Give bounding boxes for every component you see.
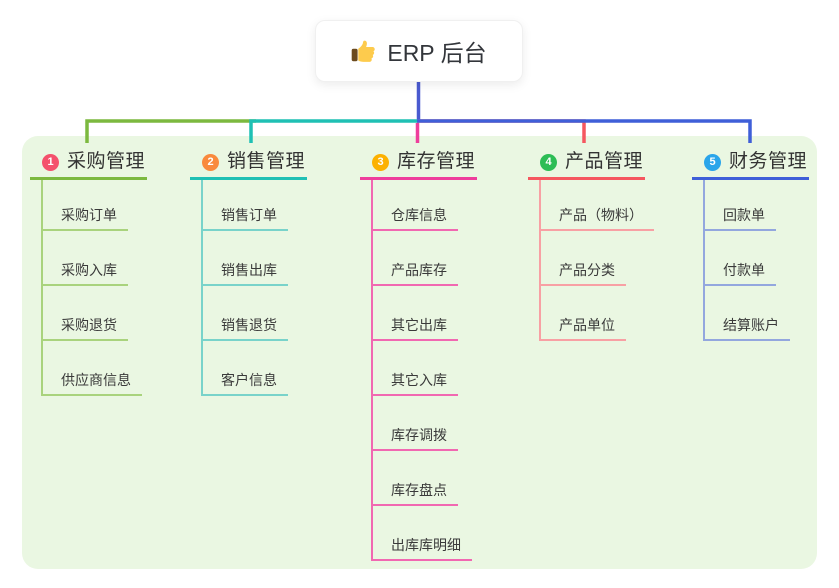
child-topic[interactable]: 供应商信息 xyxy=(43,341,142,396)
child-topic[interactable]: 结算账户 xyxy=(705,286,790,341)
branch-sales: 2 销售管理 销售订单 销售出库 销售退货 客户信息 xyxy=(190,150,308,396)
child-topic[interactable]: 销售退货 xyxy=(203,286,288,341)
thumbs-up-icon xyxy=(352,40,376,62)
child-topic[interactable]: 付款单 xyxy=(705,231,776,286)
child-topic[interactable]: 采购退货 xyxy=(43,286,128,341)
branch-product: 4 产品管理 产品（物料） 产品分类 产品单位 xyxy=(528,150,654,341)
branch-children: 销售订单 销售出库 销售退货 客户信息 xyxy=(201,180,288,396)
branch-topic-label: 产品管理 xyxy=(565,151,644,172)
branch-children: 回款单 付款单 结算账户 xyxy=(703,180,790,341)
child-topic[interactable]: 采购入库 xyxy=(43,231,128,286)
child-topic[interactable]: 产品单位 xyxy=(541,286,626,341)
badge-4: 4 xyxy=(540,153,557,171)
branch-finance: 5 财务管理 回款单 付款单 结算账户 xyxy=(692,150,810,341)
branch-topic-label: 销售管理 xyxy=(227,151,306,172)
root-topic-label: ERP 后台 xyxy=(387,40,487,66)
branch-children: 仓库信息 产品库存 其它出库 其它入库 库存调拨 库存盘点 出库库明细 xyxy=(371,180,472,561)
branch-topic-inventory[interactable]: 3 库存管理 xyxy=(360,150,478,180)
branch-topic-purchase[interactable]: 1 采购管理 xyxy=(30,150,148,180)
badge-3: 3 xyxy=(372,153,389,171)
child-topic[interactable]: 采购订单 xyxy=(43,180,128,231)
child-topic[interactable]: 产品（物料） xyxy=(541,180,654,231)
branch-purchase: 1 采购管理 采购订单 采购入库 采购退货 供应商信息 xyxy=(30,150,148,396)
child-topic[interactable]: 回款单 xyxy=(705,180,776,231)
child-topic[interactable]: 库存盘点 xyxy=(373,451,458,506)
branch-inventory: 3 库存管理 仓库信息 产品库存 其它出库 其它入库 库存调拨 库存盘点 出库库… xyxy=(360,150,478,561)
child-topic[interactable]: 库存调拨 xyxy=(373,396,458,451)
branch-topic-finance[interactable]: 5 财务管理 xyxy=(692,150,810,180)
child-topic[interactable]: 客户信息 xyxy=(203,341,288,396)
branch-children: 产品（物料） 产品分类 产品单位 xyxy=(539,180,654,341)
child-topic[interactable]: 销售出库 xyxy=(203,231,288,286)
badge-1: 1 xyxy=(42,153,59,171)
badge-2: 2 xyxy=(202,153,219,171)
child-topic[interactable]: 仓库信息 xyxy=(373,180,458,231)
branch-topic-label: 财务管理 xyxy=(729,151,808,172)
branches-background-panel xyxy=(22,136,817,569)
child-topic[interactable]: 出库库明细 xyxy=(373,506,472,561)
child-topic[interactable]: 产品库存 xyxy=(373,231,458,286)
branch-children: 采购订单 采购入库 采购退货 供应商信息 xyxy=(41,180,142,396)
branch-topic-product[interactable]: 4 产品管理 xyxy=(528,150,646,180)
branch-topic-sales[interactable]: 2 销售管理 xyxy=(190,150,308,180)
badge-5: 5 xyxy=(704,153,721,171)
child-topic[interactable]: 其它出库 xyxy=(373,286,458,341)
child-topic[interactable]: 产品分类 xyxy=(541,231,626,286)
branch-topic-label: 采购管理 xyxy=(67,151,146,172)
root-topic[interactable]: ERP 后台 xyxy=(315,20,523,82)
child-topic[interactable]: 其它入库 xyxy=(373,341,458,396)
child-topic[interactable]: 销售订单 xyxy=(203,180,288,231)
branch-topic-label: 库存管理 xyxy=(397,151,476,172)
